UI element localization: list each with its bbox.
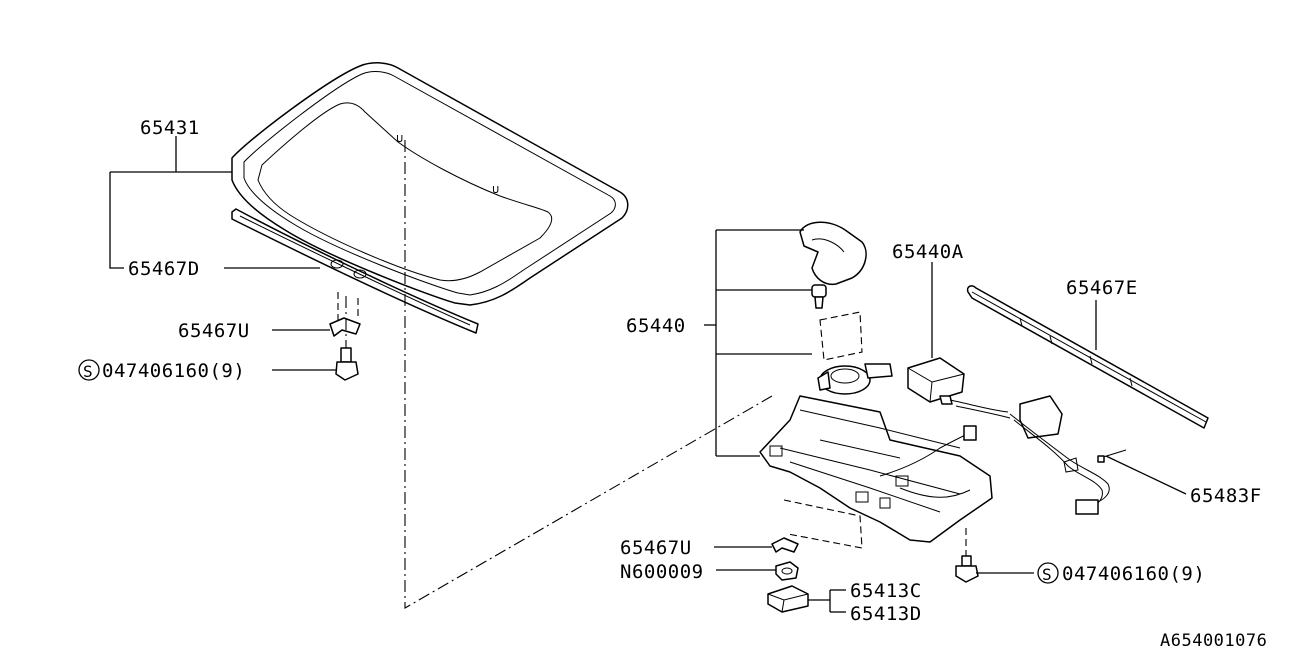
leader-lines	[109, 136, 1187, 613]
part-number-65467D: 65467D	[128, 258, 200, 280]
bracket-part	[767, 585, 809, 613]
sunroof-frame-part	[759, 395, 993, 549]
part-number-65440: 65440	[626, 315, 686, 337]
clip-part-left	[329, 292, 361, 337]
part-number-65413C: 65413C	[850, 580, 922, 602]
part-number-65467U-bottom: 65467U	[620, 537, 692, 559]
part-number-65483F: 65483F	[1190, 485, 1262, 507]
bolt-part-left	[335, 347, 359, 381]
control-module-part	[907, 357, 1110, 515]
motor-cover-part	[799, 221, 867, 309]
part-number-bolt-left: 047406160(9)	[102, 360, 245, 382]
part-number-bolt-right: 047406160(9)	[1062, 563, 1205, 585]
pin-part	[1097, 449, 1127, 463]
part-number-65413D: 65413D	[850, 603, 922, 625]
part-number-65440A: 65440A	[892, 241, 964, 263]
deflector-strip-part	[231, 208, 479, 334]
bolt-part-right	[955, 528, 979, 583]
part-number-65431: 65431	[140, 117, 200, 139]
diagram-id: A654001076	[1160, 631, 1267, 651]
part-number-65467U-left: 65467U	[178, 320, 250, 342]
s-marker-icon: S	[1037, 562, 1059, 584]
weatherstrip-part	[966, 285, 1209, 429]
motor-gear-part	[817, 311, 893, 395]
svg-text:S: S	[1042, 565, 1052, 584]
s-marker-icon: S	[78, 359, 100, 381]
part-number-65467E: 65467E	[1066, 277, 1138, 299]
sunroof-glass-part: ∪ ∪	[231, 62, 629, 306]
clip-part-bottom	[771, 537, 799, 553]
clip-mark-icon: ∪	[396, 131, 404, 145]
reference-line	[404, 140, 773, 609]
part-number-N600009: N600009	[620, 561, 704, 583]
clip-mark-icon: ∪	[492, 182, 500, 196]
svg-text:S: S	[83, 362, 93, 381]
nut-part	[775, 561, 799, 581]
